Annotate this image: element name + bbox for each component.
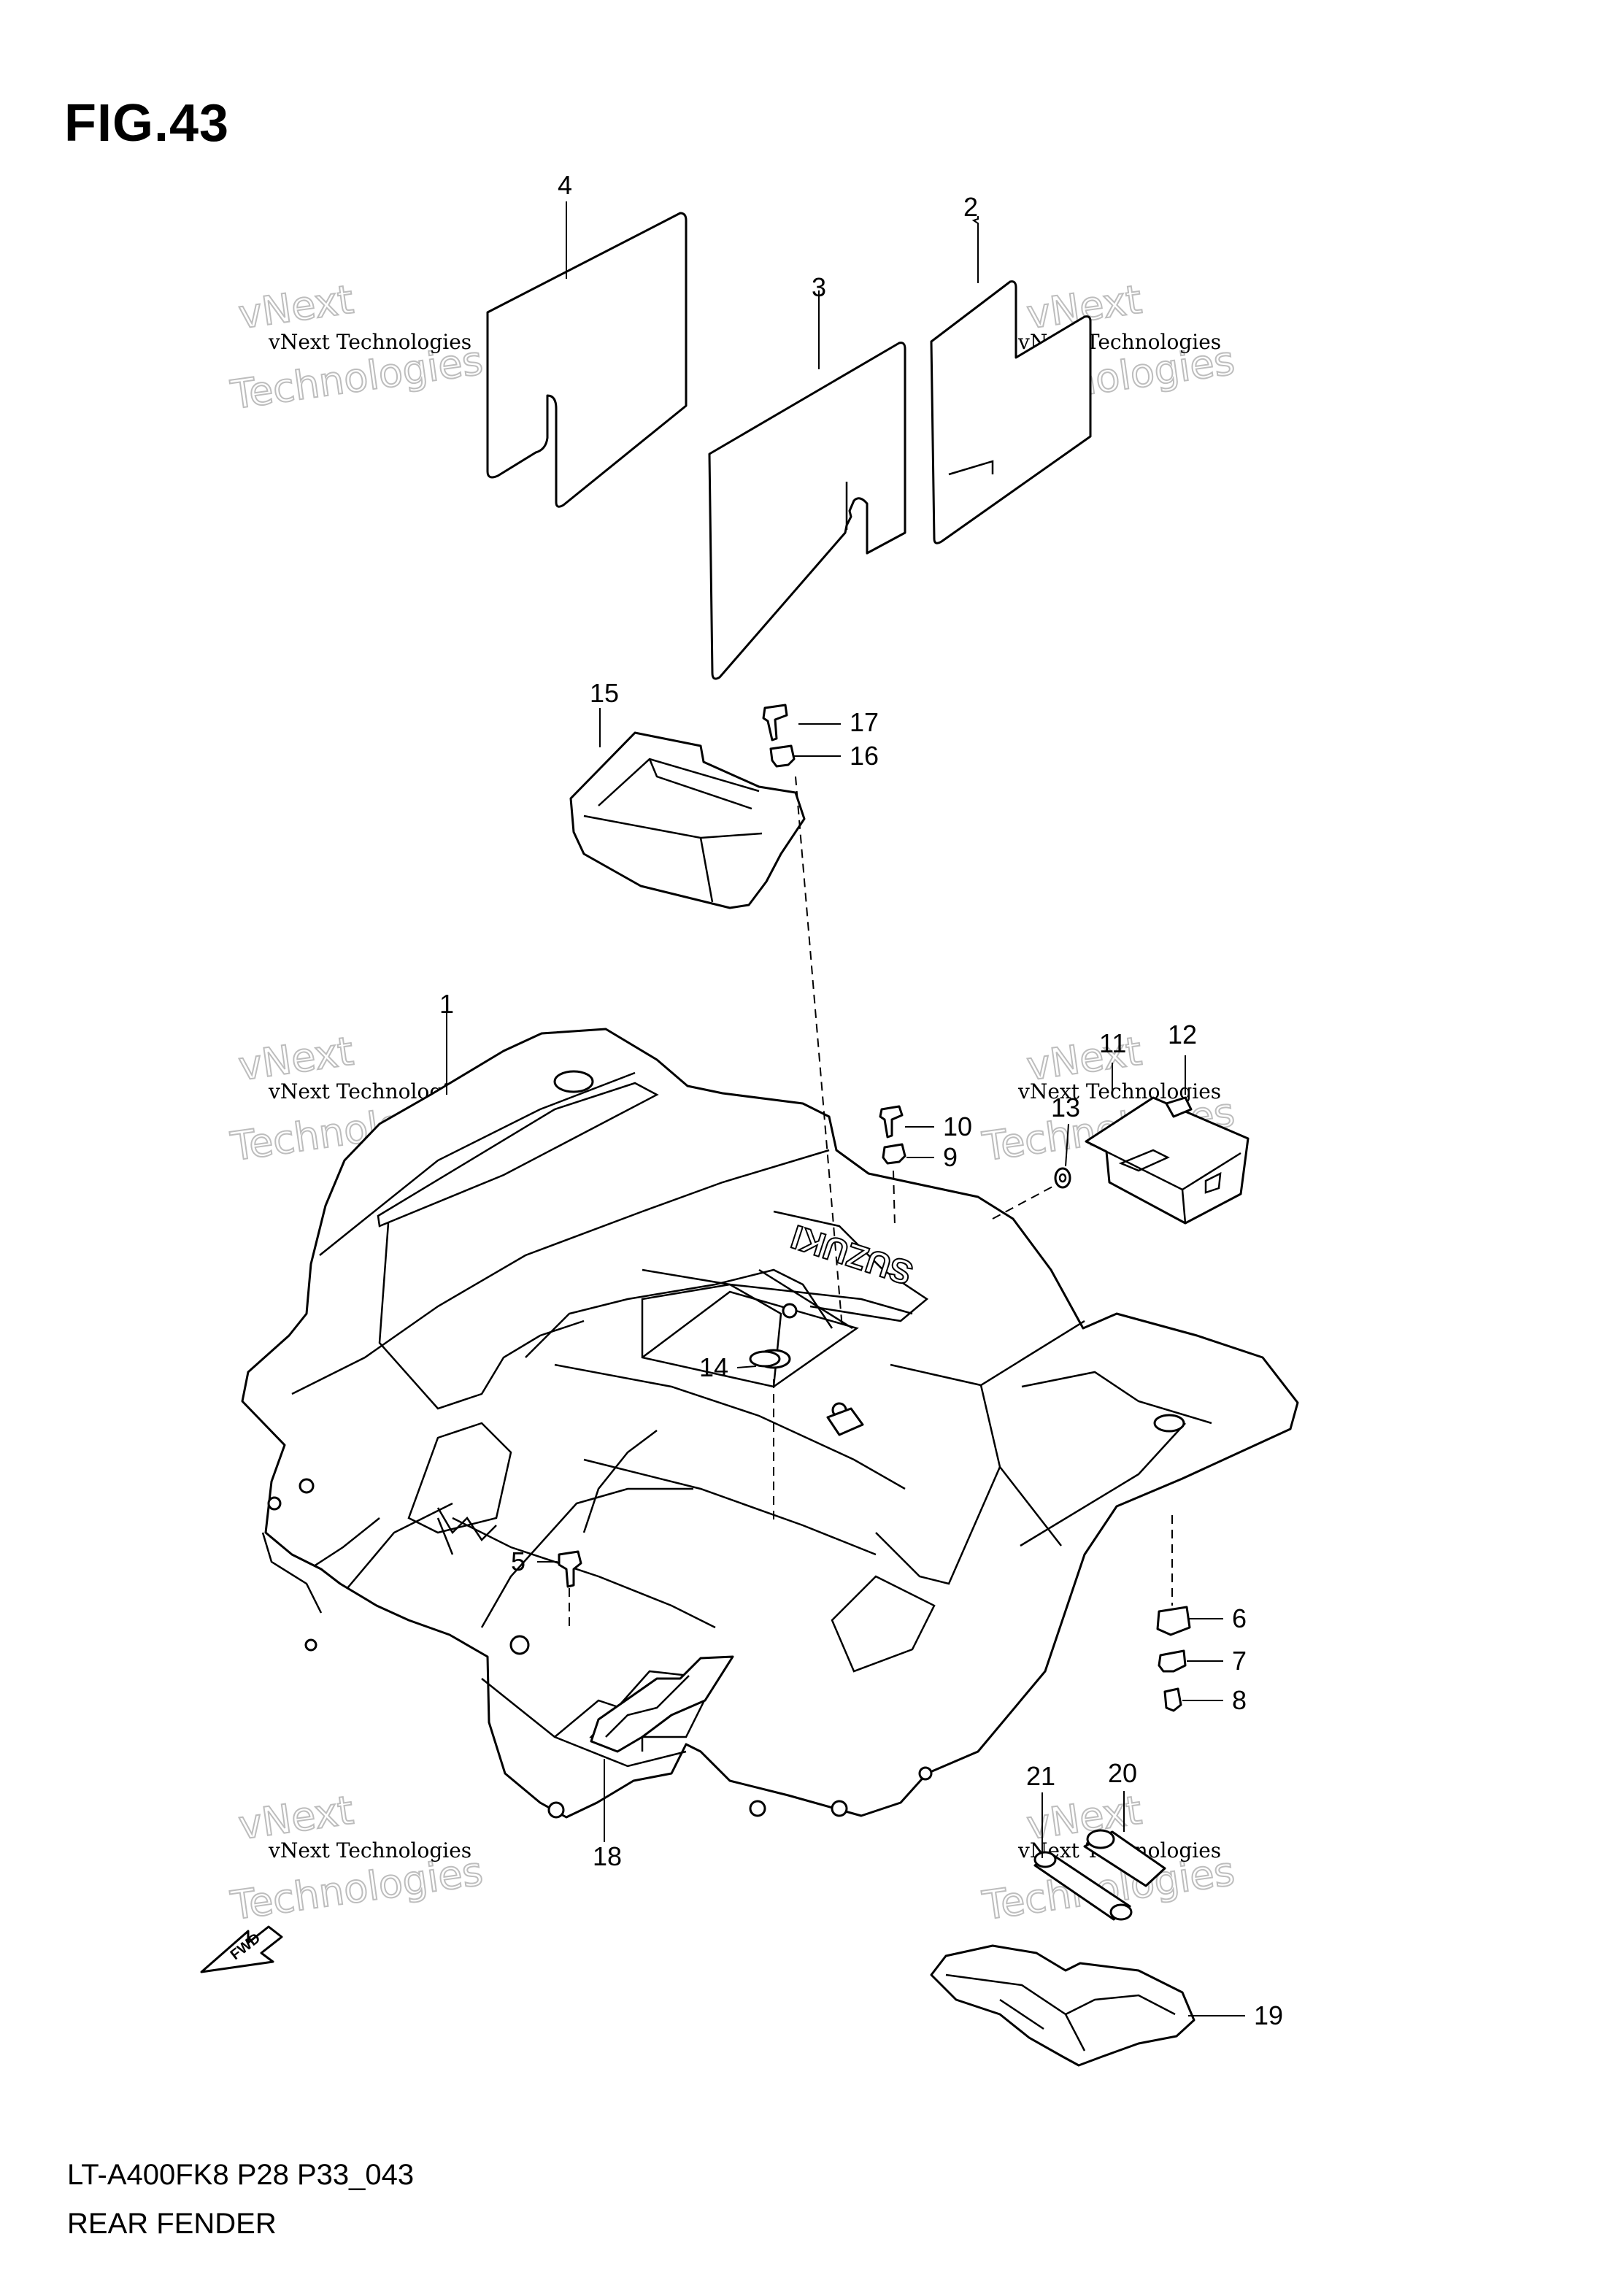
watermark-large-text: vNext [236, 277, 356, 338]
emblem-18 [590, 1655, 734, 1753]
washer-13 [1054, 1167, 1071, 1189]
decal-4 [486, 212, 688, 508]
callout-12: 12 [1168, 1020, 1197, 1049]
nut-12 [1165, 1096, 1193, 1118]
grommet-14 [749, 1350, 781, 1368]
callout-19: 19 [1254, 2000, 1283, 2030]
callout-18: 18 [593, 1841, 622, 1871]
screw-10 [879, 1105, 904, 1139]
callout-16: 16 [850, 741, 879, 771]
callout-17: 17 [850, 707, 879, 737]
callout-14: 14 [699, 1352, 728, 1382]
rear-fender-1 [241, 1028, 1299, 1819]
decal-2 [930, 280, 1092, 544]
decal-3 [708, 342, 906, 680]
watermark-top-left: vNext Technologies vNext Technologies [227, 276, 486, 419]
collar-7 [1158, 1649, 1187, 1673]
callout-5: 5 [511, 1546, 525, 1576]
callout-10: 10 [943, 1112, 972, 1141]
callout-8: 8 [1232, 1685, 1247, 1715]
roller-21 [1033, 1851, 1133, 1921]
callout-20: 20 [1108, 1758, 1137, 1788]
watermark-bottom-left: vNext Technologies vNext Technologies [227, 1787, 486, 1930]
bracket-11 [1085, 1096, 1250, 1225]
callout-11: 11 [1099, 1028, 1126, 1058]
watermark-text: vNext Technologies [268, 330, 471, 354]
watermark-text: vNext Technologies [268, 1838, 471, 1862]
callout-1: 1 [439, 989, 454, 1019]
grommet-16 [769, 744, 796, 768]
forward-arrow-icon: FWD [200, 1925, 283, 1973]
callout-6: 6 [1232, 1603, 1247, 1633]
figure-name: REAR FENDER [67, 2208, 277, 2240]
callout-21: 21 [1026, 1761, 1055, 1791]
storage-tray-15 [569, 731, 806, 909]
callout-7: 7 [1232, 1646, 1247, 1676]
nut-9 [882, 1143, 906, 1165]
callout-9: 9 [943, 1142, 958, 1172]
figure-title: FIG.43 [64, 94, 230, 153]
callout-3: 3 [812, 272, 826, 302]
callout-13: 13 [1051, 1093, 1080, 1122]
callout-15: 15 [590, 678, 619, 708]
bolt-5 [558, 1550, 582, 1588]
callout-labels: 4 3 2 15 17 16 1 11 12 13 10 9 14 5 6 7 … [439, 170, 1283, 2030]
watermark-text: vNext Technologies [1017, 1079, 1221, 1103]
callout-2: 2 [963, 192, 978, 222]
bolt-8 [1163, 1687, 1182, 1712]
leader-lines [446, 201, 1245, 2016]
model-code: LT-A400FK8 P28 P33_043 [67, 2159, 415, 2191]
roller-20 [1083, 1829, 1166, 1887]
callout-4: 4 [558, 170, 572, 200]
pouch-19 [930, 1944, 1195, 2067]
dashed-alignment-lines [569, 776, 1173, 1627]
cushion-6 [1156, 1606, 1191, 1636]
screw-17 [762, 704, 788, 741]
